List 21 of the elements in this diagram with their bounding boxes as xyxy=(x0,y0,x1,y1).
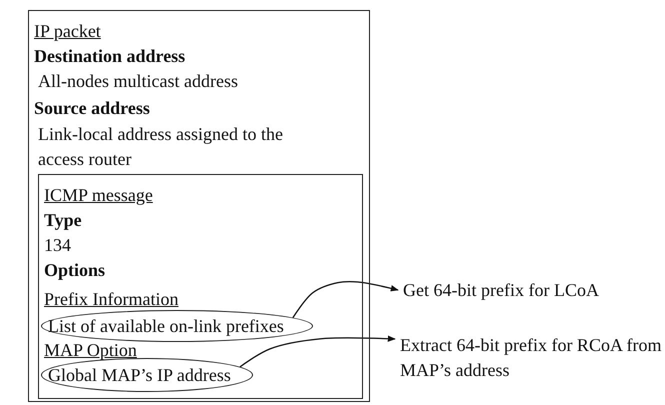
field-heading: Source address xyxy=(34,96,150,120)
arrow xyxy=(292,280,399,318)
option-name: Prefix Information xyxy=(44,288,178,310)
packet-frame xyxy=(28,10,370,402)
note-text: Get 64-bit prefix for LCoA xyxy=(403,279,599,302)
field-heading: Options xyxy=(44,258,106,282)
field-heading: Destination address xyxy=(34,44,186,68)
highlighted-value: List of available on-link prefixes xyxy=(48,315,284,338)
field-value: 134 xyxy=(44,234,71,256)
field-value: All-nodes multicast address xyxy=(38,70,238,92)
option-name: MAP Option xyxy=(44,338,137,362)
section-heading: IP packet xyxy=(34,20,101,43)
message-frame xyxy=(38,174,363,399)
highlight-ellipse xyxy=(41,310,313,342)
highlighted-value: Global MAP’s IP address xyxy=(48,364,231,387)
highlight-ellipse xyxy=(41,358,253,392)
field-value: Link-local address assigned to the access router xyxy=(38,122,284,170)
note-text: Extract 64-bit prefix for RCoA from MAP’s address xyxy=(400,334,662,382)
arrow xyxy=(240,336,396,368)
field-heading: Type xyxy=(44,208,82,232)
section-heading: ICMP message xyxy=(44,184,153,207)
